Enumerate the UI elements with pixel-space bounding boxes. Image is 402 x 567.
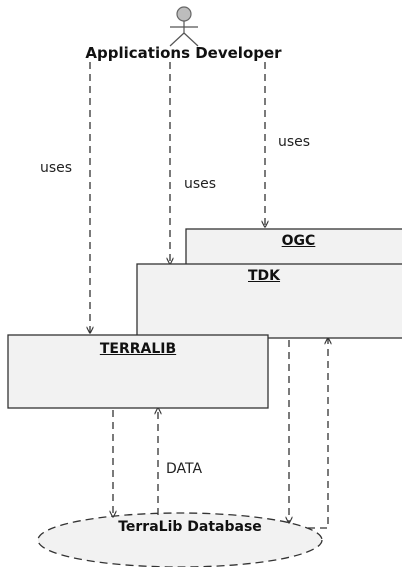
uses-tdk-label: uses: [184, 176, 217, 192]
uses-ogc-label: uses: [278, 134, 311, 150]
db-to-tdk-arrow: [308, 338, 328, 529]
data-flow-label: DATA: [166, 461, 203, 477]
actor-leg-right: [183, 32, 199, 47]
terralib-database-node[interactable]: [37, 512, 323, 567]
terralib-title: TERRALIB: [99, 341, 177, 357]
terralib-box[interactable]: [7, 334, 269, 409]
uses-terralib-label: uses: [40, 160, 73, 176]
database-label: TerraLib Database: [118, 519, 262, 535]
actor-head: [176, 6, 192, 22]
ogc-title: OGC: [281, 233, 316, 249]
actor-label: Applications Developer: [85, 44, 282, 62]
actor-icon: [169, 6, 199, 47]
ogc-box[interactable]: [185, 228, 402, 268]
tdk-box[interactable]: [136, 263, 402, 339]
tdk-title: TDK: [248, 268, 281, 284]
actor-leg-left: [169, 32, 185, 47]
